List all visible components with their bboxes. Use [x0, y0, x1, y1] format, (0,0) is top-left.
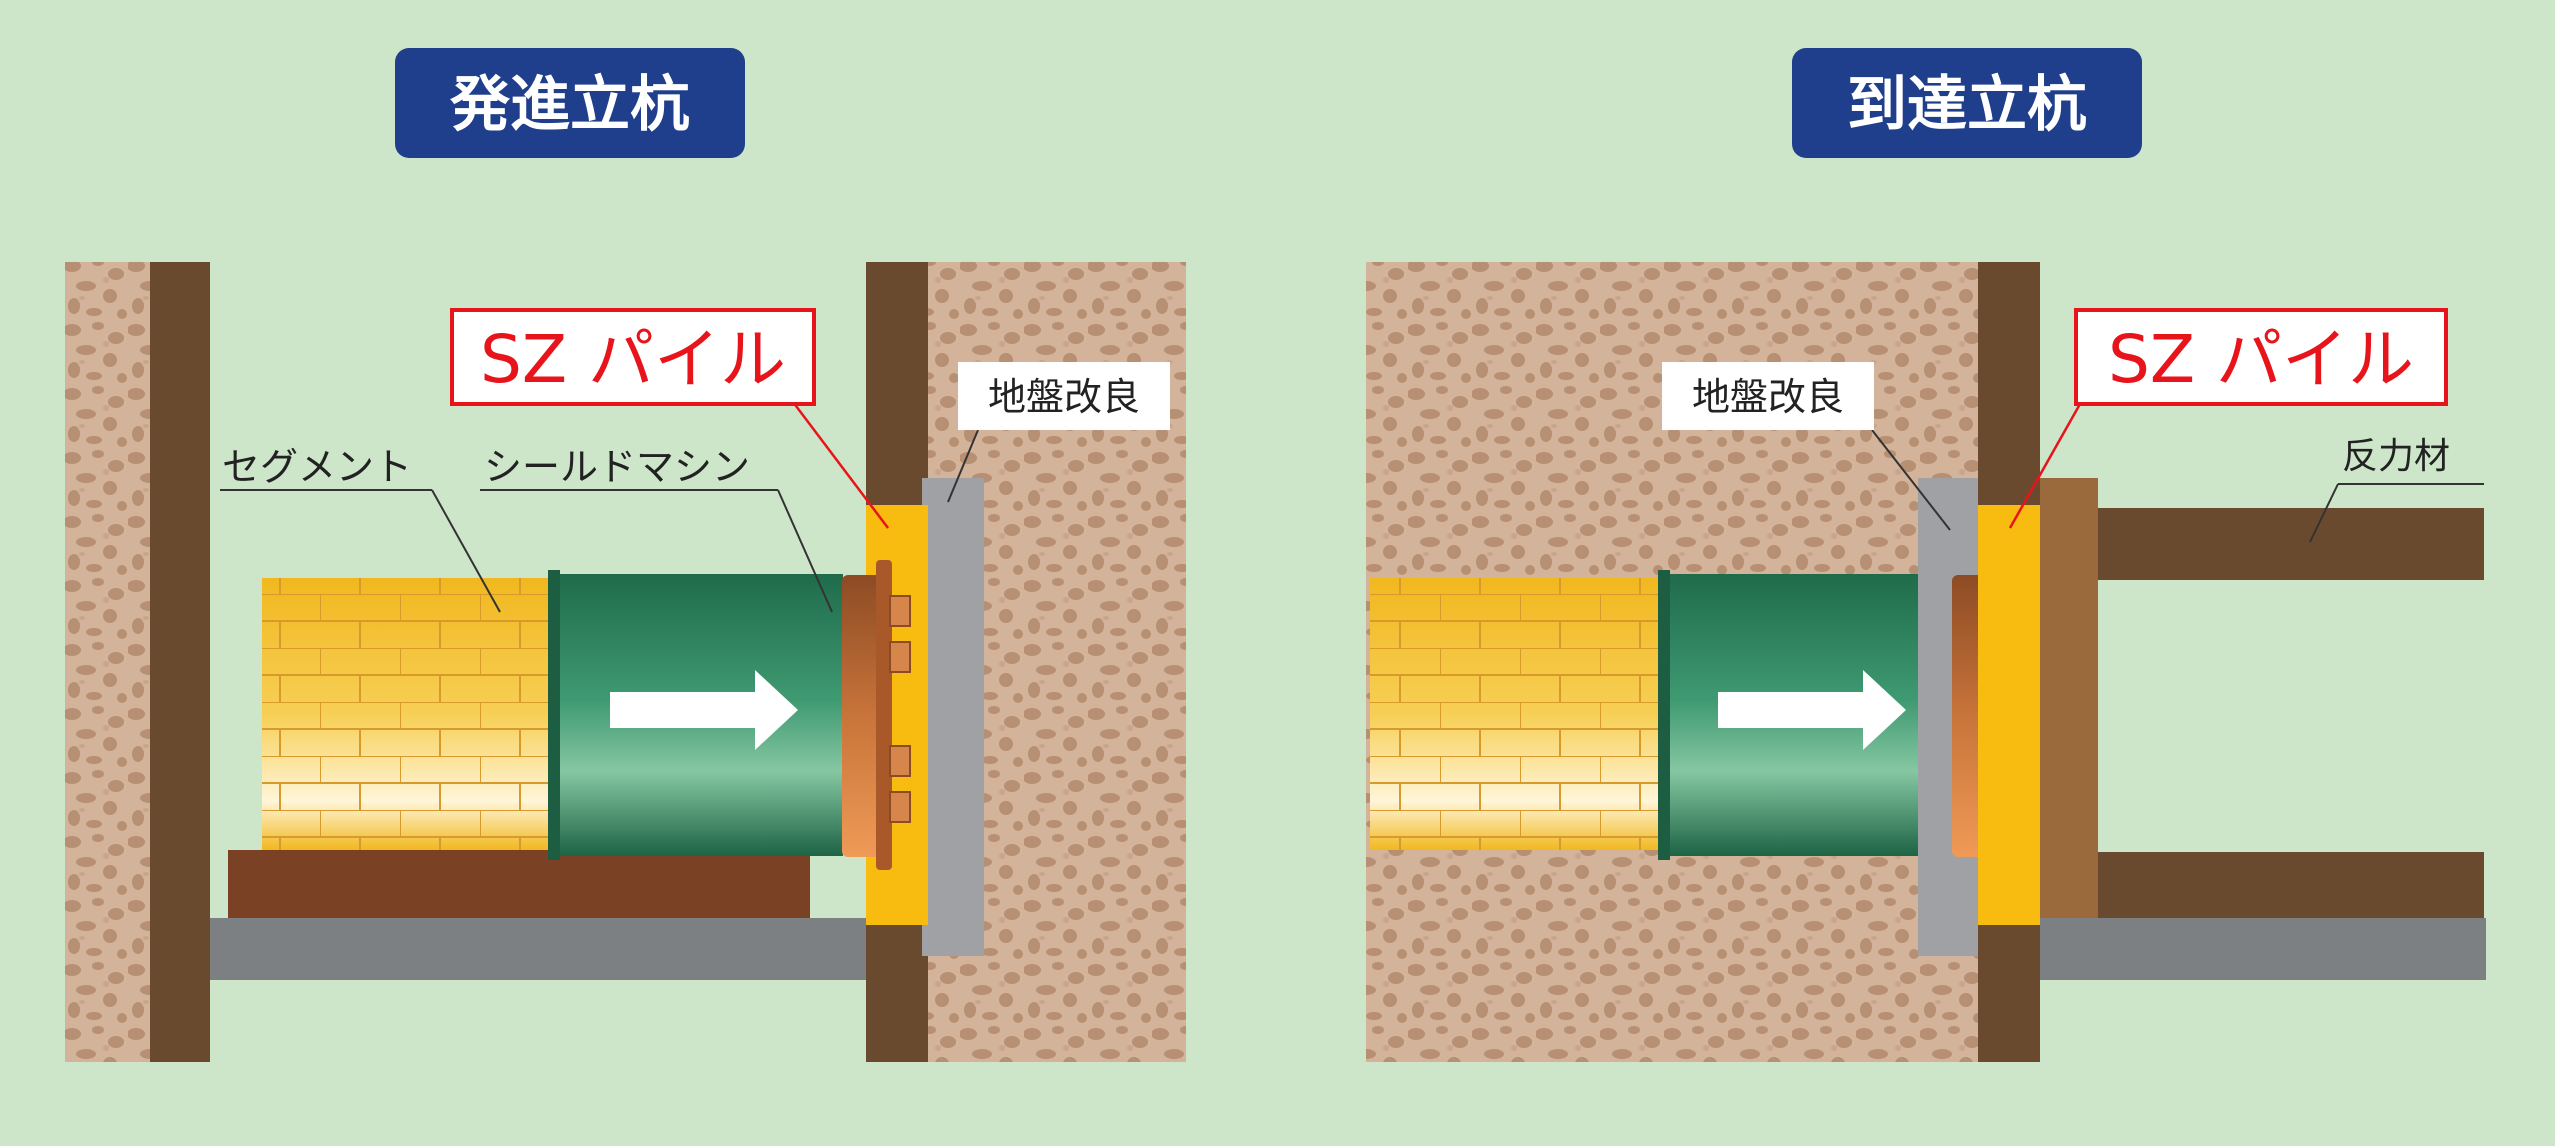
reaction-member-callout: 反力材: [2309, 436, 2484, 543]
segment-rings: [262, 578, 552, 850]
sz-pile-callout-left: SZ パイル: [450, 308, 889, 529]
base-beam-arrival: [2040, 918, 2486, 980]
segment-label: セグメント: [222, 445, 412, 489]
title-badge-launch: 発進立杭: [395, 48, 745, 158]
arrival-shaft-panel: 到達立杭 SZ パイル 地盤改良 反力材: [1366, 48, 2486, 1062]
ground-improvement-callout-right: 地盤改良: [1662, 362, 1951, 531]
shaft-wall-left: [150, 262, 210, 1062]
sz-pile-callout-right: SZ パイル: [2008, 308, 2448, 529]
title-badge-arrival: 到達立杭: [1792, 48, 2142, 158]
sz-pile-arrival-face: [1978, 505, 2040, 925]
ground-improvement-callout-left: 地盤改良: [947, 362, 1170, 503]
page-title-launch: 発進立杭: [450, 70, 690, 140]
shield-machine-label: シールドマシン: [484, 445, 750, 489]
sz-pile-label-right: SZ パイル: [2108, 321, 2414, 398]
page-title-arrival: 到達立杭: [1847, 70, 2087, 140]
reaction-member: [2040, 478, 2484, 918]
shield-machine-callout: シールドマシン: [480, 445, 833, 613]
cradle: [228, 850, 810, 918]
cutter-head: [842, 560, 911, 870]
soil-left-outer: [65, 262, 150, 1062]
launch-shaft-panel: 発進立杭 SZ パイル 地盤改良 セグメント シールドマシン: [65, 48, 1186, 1062]
segment-rings-arrival: [1370, 578, 1662, 850]
arrow-right-icon: [610, 670, 798, 750]
ground-improvement-label-right: 地盤改良: [1692, 375, 1844, 419]
segment-callout: セグメント: [220, 445, 501, 613]
sz-pile-label-left: SZ パイル: [480, 321, 786, 398]
arrow-right-icon-arrival: [1718, 670, 1906, 750]
base-beam: [210, 918, 866, 980]
ground-improvement-block: [922, 478, 984, 956]
reaction-member-label: 反力材: [2342, 436, 2450, 477]
ground-improvement-label-left: 地盤改良: [988, 375, 1140, 419]
